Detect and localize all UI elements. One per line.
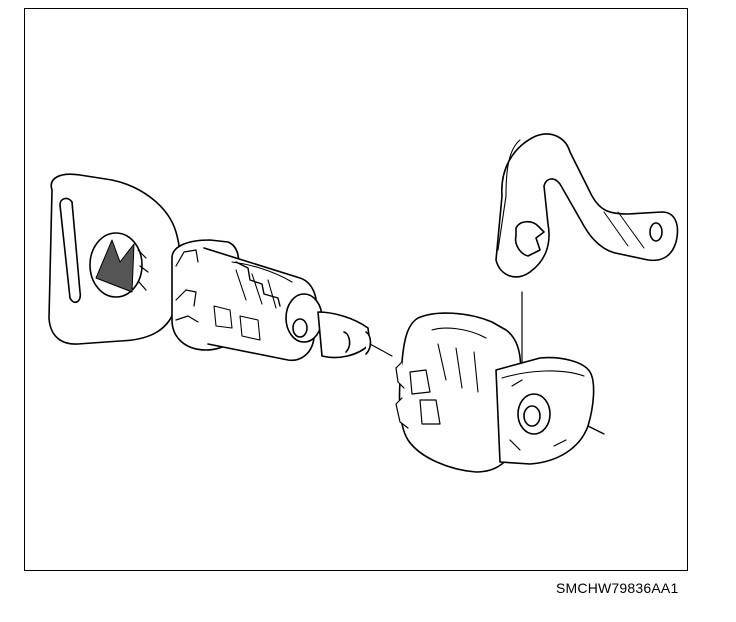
diagram-frame [24, 8, 688, 571]
lock-housing-icon [395, 312, 595, 473]
figure-code: SMCHW79836AA1 [556, 580, 679, 596]
lock-cylinder-icon [171, 239, 372, 362]
guide-line [369, 343, 393, 357]
lock-lever-arm-icon [495, 133, 679, 278]
key-icon [48, 173, 182, 345]
